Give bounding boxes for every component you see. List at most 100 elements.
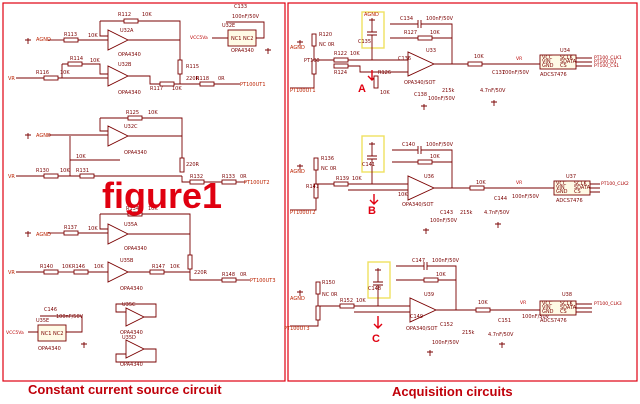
agnd-net-3: AGND: [36, 232, 51, 238]
u35e-block: [37, 324, 67, 342]
u35e-type: OPA4340: [38, 346, 61, 352]
c136-label: C136: [398, 56, 411, 62]
u35c-label: U35C: [122, 302, 136, 308]
left-section-title: Constant current source circuit: [28, 382, 222, 397]
c138-label: C138: [414, 92, 427, 98]
u38-sdata: SDATA: [560, 305, 577, 311]
r131-label: R131: [76, 168, 89, 174]
r118-resistor: [199, 81, 215, 87]
c134-label: C134: [400, 16, 413, 22]
c134-value: 100nF/50V: [426, 16, 454, 22]
r152-resistor: [339, 303, 355, 309]
u37-sdata: SDATA: [574, 185, 591, 191]
r117-label: R117: [150, 86, 163, 92]
u32a-label: U32A: [120, 28, 134, 34]
r115-label: R115: [186, 64, 199, 70]
r131-resistor: [79, 173, 95, 179]
r-215k-1: 215k: [442, 88, 455, 94]
c147-label: C147: [412, 258, 425, 264]
r130-top-value: 10K: [76, 154, 86, 160]
r137-resistor: [63, 230, 79, 236]
u39-label: U39: [424, 292, 434, 298]
r117-value: 10K: [172, 86, 182, 92]
r128-resistor: [179, 157, 185, 173]
r114-label: R114: [70, 56, 83, 62]
c135-highlight: [361, 11, 385, 49]
r141-label: R141: [306, 184, 319, 190]
u37-gnd: GND: [556, 189, 568, 195]
r-series-3-resistor: [475, 307, 491, 313]
right-section-frame: [287, 2, 638, 382]
u32c-label: U32C: [124, 124, 138, 130]
u36-type: OPA340/SOT: [402, 202, 434, 208]
current-source-stage-1: R112 10K AGND R113 10K U32A OPA4340 C133…: [8, 4, 271, 96]
marker-c: C: [372, 333, 380, 345]
u34-gnd: GND: [542, 63, 554, 69]
r-fb-2-value: 10K: [430, 154, 440, 160]
r123-resistor: [467, 61, 483, 67]
r133-value: 0R: [240, 174, 247, 180]
u32c-type: OPA4340: [124, 150, 147, 156]
r146-label: R146: [72, 264, 85, 270]
r126-resistor: [373, 75, 379, 89]
r115-value: 220R: [186, 76, 200, 82]
r132-label: R132: [190, 174, 203, 180]
r136-label: R136: [321, 156, 334, 162]
acquisition-channel-a: AGND R120 NC 0R PT100 PT100UT1 R122 10K …: [290, 11, 622, 110]
c141-highlight: [361, 135, 385, 173]
u32b-type: OPA4340: [118, 90, 141, 96]
agnd-net-r3: AGND: [290, 296, 305, 302]
u38-cs: CS: [560, 309, 567, 315]
vr-net-3: VR: [8, 270, 15, 276]
u37-type: ADCS7476: [556, 198, 583, 204]
r114-resistor: [67, 61, 83, 67]
u38-vcc: VCC: [542, 301, 553, 307]
pt100-1-label: PT100: [304, 58, 320, 64]
u35c-opamp: [125, 307, 146, 327]
r-series-3-value: 10K: [478, 300, 488, 306]
u37-label: U37: [566, 174, 576, 180]
u37-sclk: SCLK: [574, 181, 587, 187]
r120-label: R120: [319, 32, 332, 38]
pt100-clk1-net: PT100_CLK1: [594, 55, 622, 61]
r133-resistor: [221, 179, 237, 185]
c149-label: C149: [410, 314, 423, 320]
pt100-d1-net: PT100_D1: [594, 59, 617, 65]
pt100-out1-net: PT100UT1: [240, 82, 266, 88]
u35b-opamp: [107, 261, 130, 283]
r147-label: R147: [152, 264, 165, 270]
r133-label: R133: [222, 174, 235, 180]
r124-resistor: [333, 63, 349, 69]
u35d-label: U35D: [122, 335, 136, 341]
u38-gnd: GND: [542, 309, 554, 315]
c-adc-2-value: 100nF/50V: [512, 194, 540, 200]
current-source-stage-2: R125 10K AGND U32C OPA4340 10K VR R130 1…: [8, 110, 270, 186]
u34-cs: CS: [560, 63, 567, 69]
power-and-spare-opamps: C146 100nF/50V U35E NC1 NC2 OPA4340 VCC5…: [6, 302, 157, 368]
pt100-cs1-net: PT100_CS1: [594, 63, 619, 69]
u36-opamp: [407, 175, 436, 201]
r150-value: NC 0R: [322, 292, 338, 298]
vr-net-2: VR: [8, 174, 15, 180]
agnd-net-2: AGND: [36, 133, 51, 139]
r116-resistor: [43, 75, 59, 81]
u39-opamp: [409, 297, 438, 323]
pt100-out2-net-right: PT100UT2: [290, 210, 316, 216]
right-section-title: Acquisition circuits: [392, 384, 513, 399]
u38-sclk: SCLK: [560, 301, 573, 307]
u32e-label: U32E: [222, 23, 235, 29]
pt100-out1-net-right: PT100UT1: [290, 88, 316, 94]
r128-value: 220R: [186, 162, 200, 168]
u35a-label: U35A: [124, 222, 138, 228]
r139-label: R139: [336, 176, 349, 182]
c147-value: 100nF/50V: [432, 258, 460, 264]
r152-value: 10K: [356, 298, 366, 304]
r123-value: 10K: [474, 54, 484, 60]
u35e-pins: NC1 NC2: [41, 331, 63, 337]
r150-label: R150: [322, 280, 335, 286]
u32b-label: U32B: [118, 62, 132, 68]
marker-a: A: [358, 83, 366, 95]
pt100-out2-net-left: PT100UT2: [244, 180, 270, 186]
c135-label: C135: [358, 39, 371, 45]
